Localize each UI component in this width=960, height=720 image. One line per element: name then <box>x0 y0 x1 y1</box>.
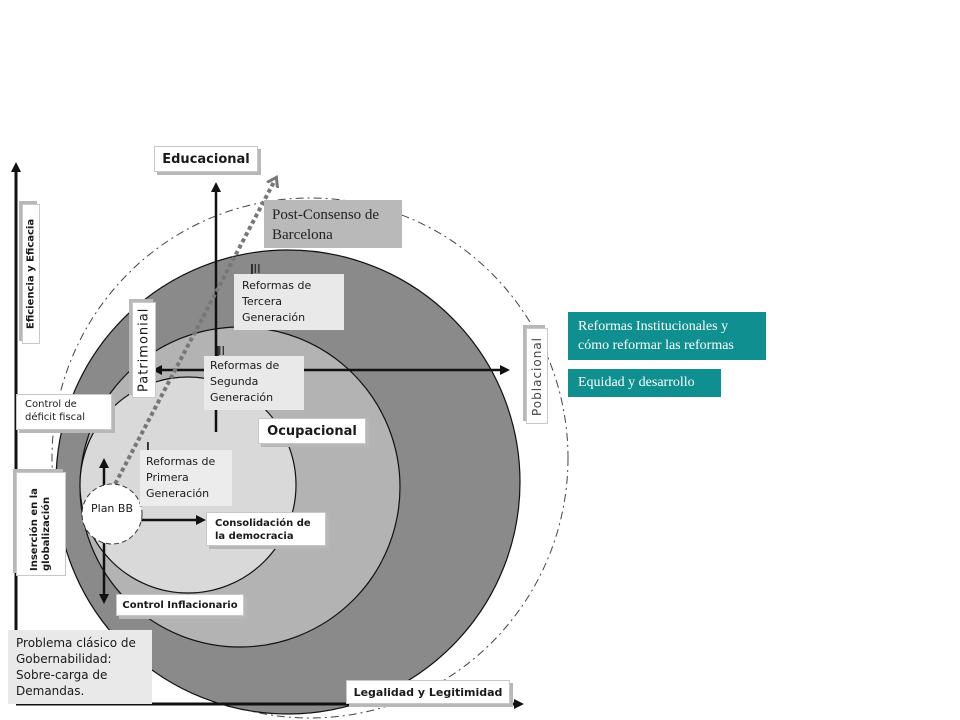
consolidacion-democracia-label: Consolidación de la democracia <box>206 512 326 546</box>
ocupacional-label: Ocupacional <box>258 418 366 444</box>
control-deficit-fiscal-label: Control de déficit fiscal <box>16 394 112 430</box>
patrimonial-label: Patrimonial <box>132 302 156 398</box>
reform-first-generation: Reformas de Primera Generación <box>140 450 232 506</box>
reform-second-generation: Reformas de Segunda Generación <box>204 356 304 410</box>
vertical-axis-label: Eficiencia y Eficacia <box>22 204 40 344</box>
dashdot-outer-circle <box>51 197 569 719</box>
insercion-globalizacion-label: Inserción en la globalización <box>16 472 66 576</box>
numeral-ii: II <box>218 344 226 358</box>
numeral-iii: III <box>250 262 261 276</box>
reformas-institucionales-box: Reformas Institucionales y cómo reformar… <box>568 312 766 360</box>
horizontal-axis-label: Legalidad y Legitimidad <box>346 680 510 704</box>
plan-bb-label: Plan BB <box>91 502 133 515</box>
plan-bb-circle <box>81 483 143 545</box>
post-consenso-box: Post-Consenso de Barcelona <box>264 200 402 248</box>
reform-third-generation: Reformas de Tercera Generación <box>234 274 344 330</box>
numeral-i: I <box>146 440 150 454</box>
problema-clasico-box: Problema clásico de Gobernabilidad: Sobr… <box>8 630 152 704</box>
diagonal-dotted-arrow <box>110 180 275 491</box>
poblacional-label: Poblacional <box>526 328 548 424</box>
equidad-desarrollo-box: Equidad y desarrollo <box>568 369 721 397</box>
control-inflacionario-label: Control Inflacionario <box>116 594 244 616</box>
educacional-label: Educacional <box>154 146 258 172</box>
